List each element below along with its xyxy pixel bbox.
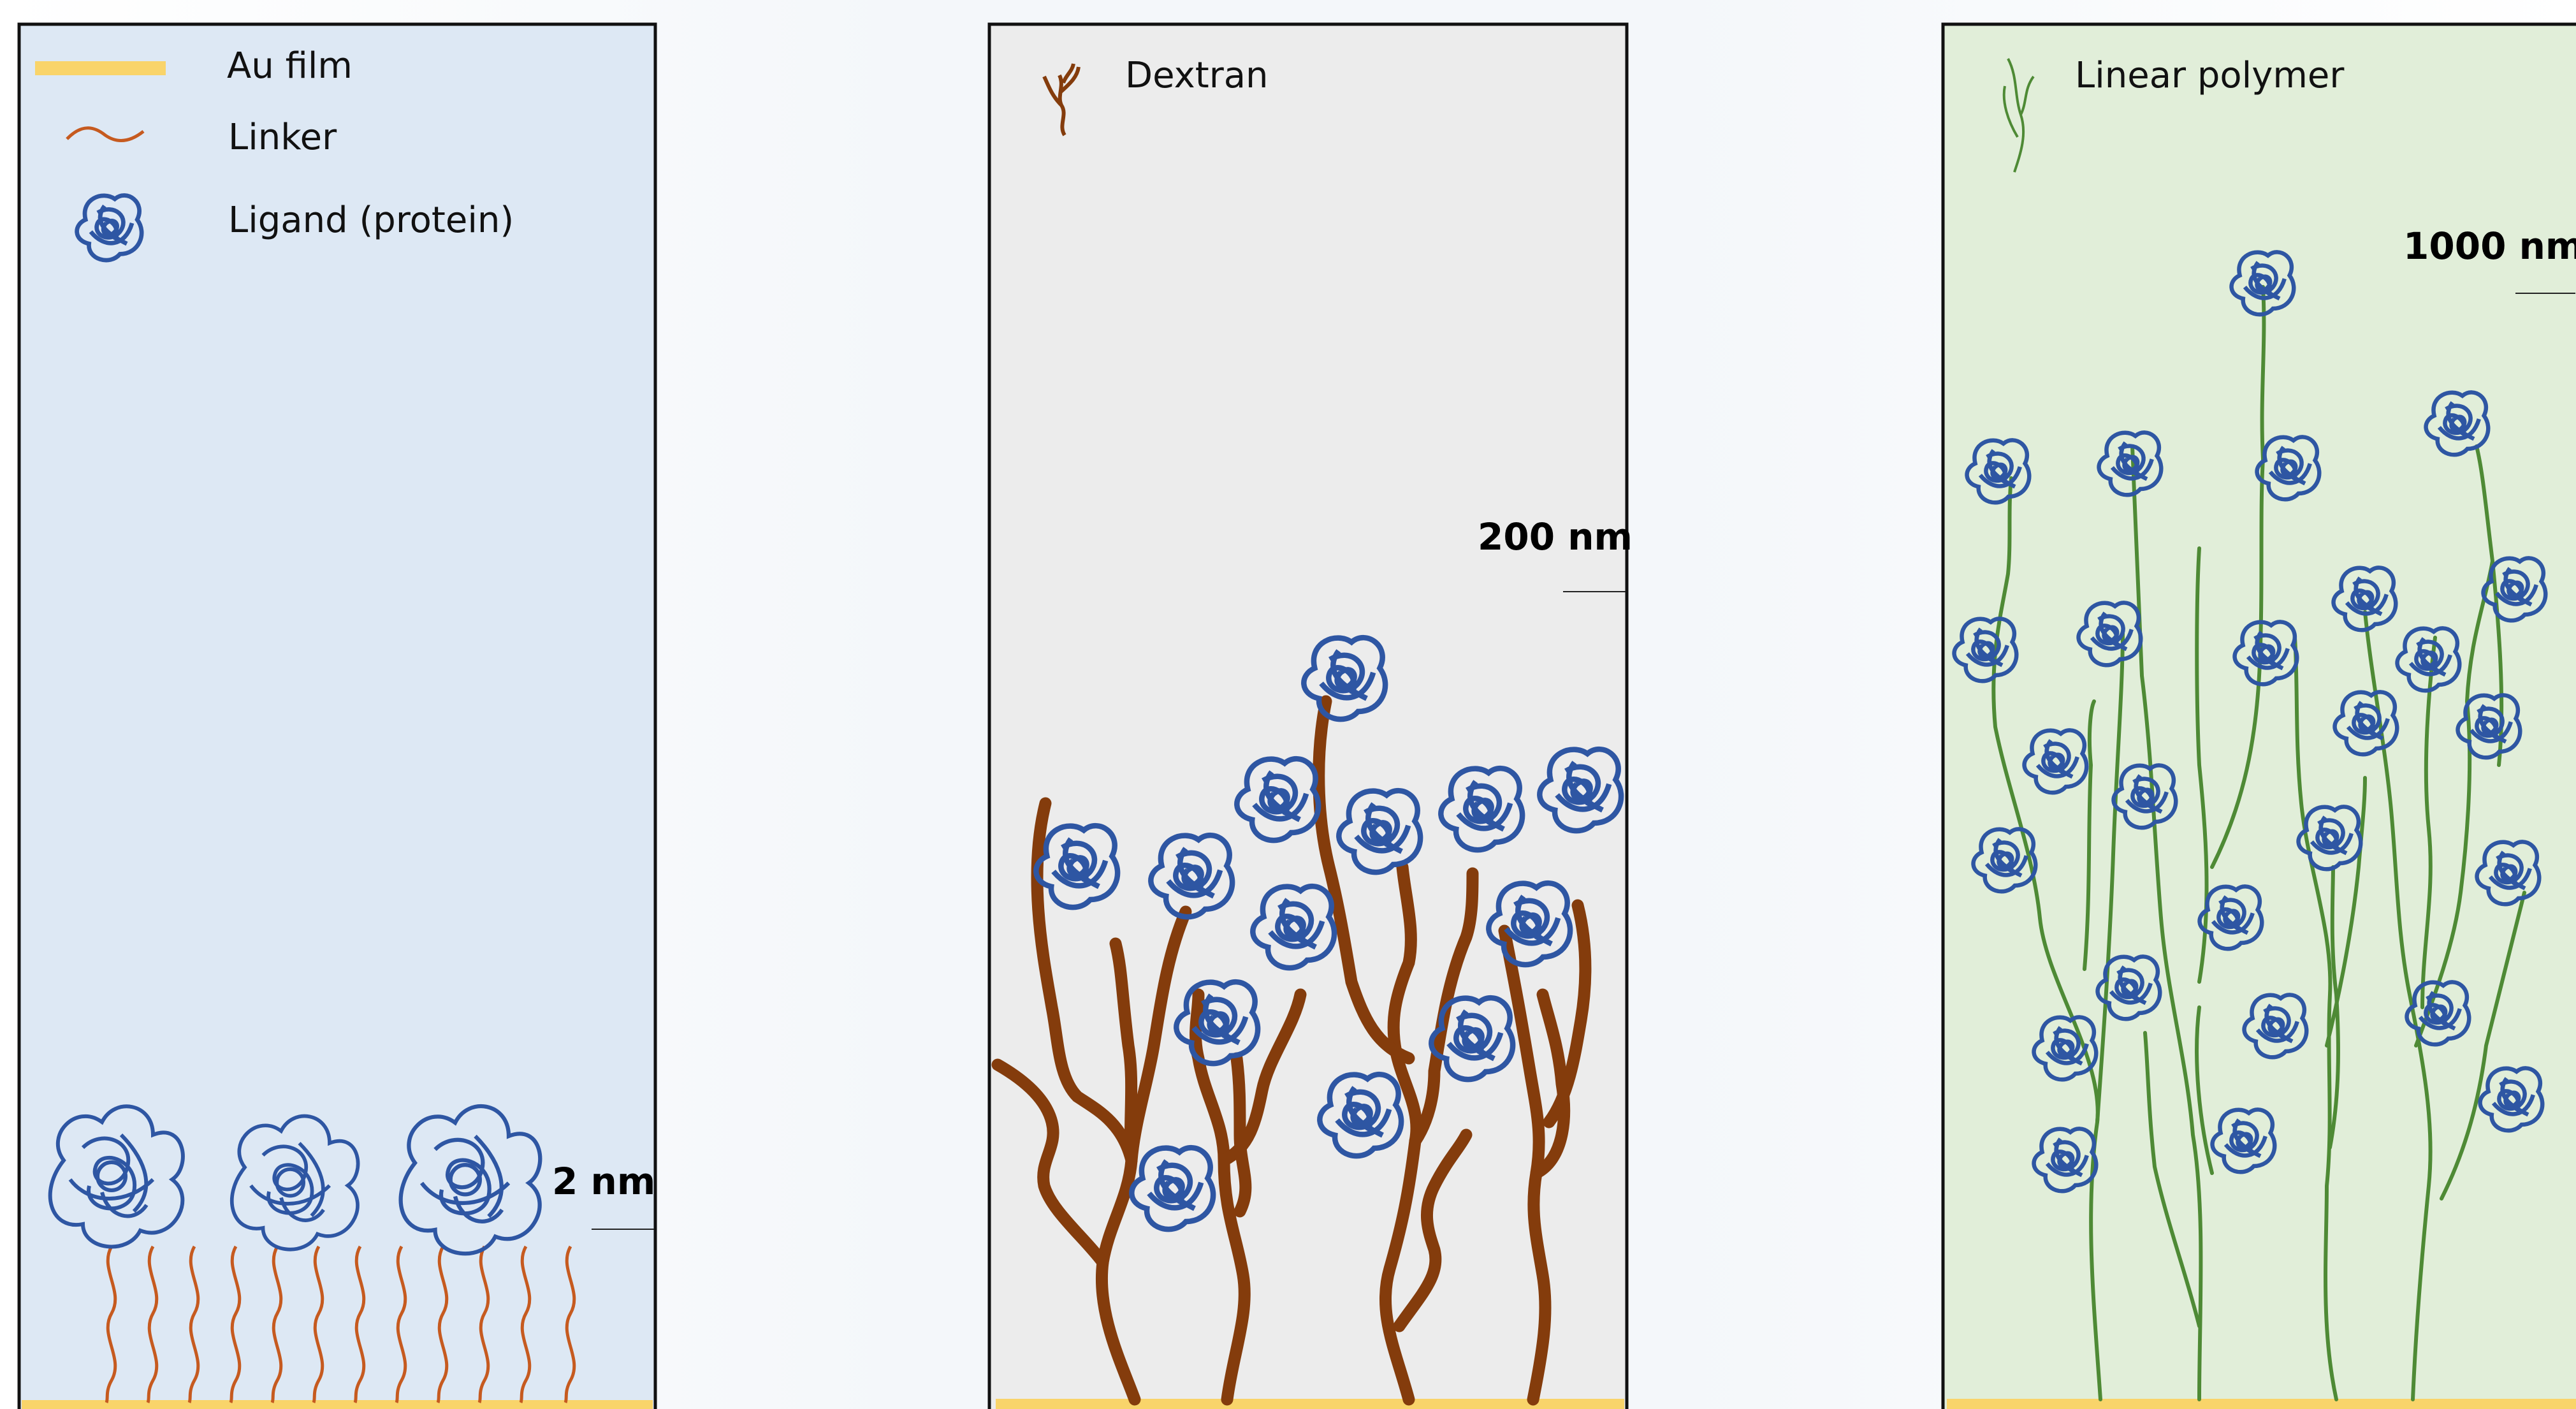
panel-linear-polymer: Linear polymer: [1943, 24, 2576, 1409]
scale-label-2nm: 2 nm: [552, 1160, 655, 1203]
dextran-legend-label: Dextran: [1125, 55, 1269, 96]
au-film-legend-label: Au film: [227, 45, 353, 87]
ligand-legend-label: Ligand (protein): [228, 200, 514, 241]
panel-dextran: Dextran: [989, 24, 1633, 1409]
scale-label-1000nm: 1000 nm: [2403, 224, 2576, 268]
linear-polymer-legend-label: Linear polymer: [2075, 55, 2345, 96]
scale-label-200nm: 200 nm: [1478, 515, 1633, 558]
linker-legend-label: Linker: [228, 117, 337, 158]
panel-linker: Au film Linker Ligand (protein) 2 nm: [19, 24, 655, 1409]
au-film-layer: [22, 1400, 653, 1409]
au-film-legend-swatch: [35, 61, 166, 75]
au-film-layer: [1947, 1399, 2576, 1409]
